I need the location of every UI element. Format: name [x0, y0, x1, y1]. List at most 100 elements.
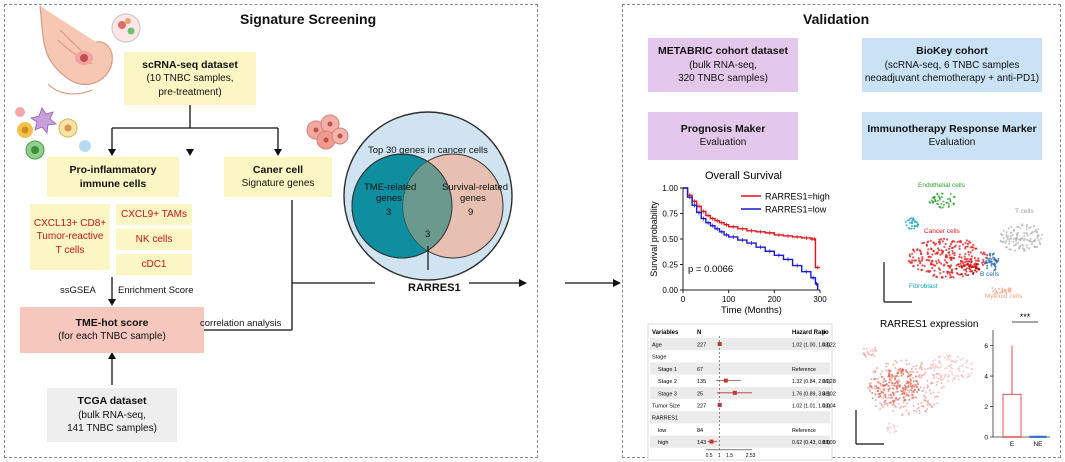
immunotherapy-sub: Evaluation [928, 137, 976, 149]
umap-cell-point [951, 367, 954, 370]
umap-cell-point [900, 393, 903, 396]
umap-cell-point [949, 355, 952, 358]
umap-cell-point [895, 380, 898, 383]
umap-cell-point [971, 362, 974, 365]
cdc1-box: cDC1 [116, 254, 192, 275]
umap-cluster-label: B cells [980, 271, 1000, 278]
umap-cell-point [946, 272, 949, 275]
umap-cell-point [999, 233, 1002, 236]
umap-cell-point [1002, 237, 1005, 240]
umap-cell-point [1028, 247, 1031, 250]
nk-cells-box: NK cells [116, 229, 192, 250]
umap-cell-point [889, 401, 892, 404]
forest-axis-tick: 2.53 [746, 453, 756, 459]
umap-cell-point [919, 364, 922, 367]
umap-cell-point [929, 255, 932, 259]
umap-cell-point [927, 269, 930, 272]
umap-cell-point [938, 360, 941, 363]
umap-cell-point [968, 374, 971, 377]
umap-cell-point [935, 384, 938, 387]
umap-cell-point [964, 242, 967, 245]
umap-cell-point [990, 260, 993, 263]
umap-cluster-label: Myeloid cells [985, 293, 1023, 300]
umap-cell-point [870, 353, 873, 356]
umap-cell-point [1031, 241, 1034, 244]
umap-cell-point [939, 253, 942, 256]
umap-cell-point [973, 256, 976, 260]
umap-cell-point [944, 254, 948, 257]
umap-cell-point [900, 374, 903, 377]
umap-cell-point [883, 401, 886, 404]
umap-cell-point [990, 264, 993, 267]
umap-cell-point [912, 405, 915, 408]
umap-cell-point [948, 253, 951, 257]
umap-cell-point [908, 221, 911, 224]
forest-n: 84 [697, 428, 703, 434]
umap-cell-point [944, 256, 948, 259]
umap-cell-point [911, 396, 914, 399]
umap-cell-point [947, 202, 950, 205]
umap-cell-point [873, 385, 876, 388]
metabric-title: METABRIC cohort dataset [658, 45, 788, 58]
umap-cell-point [958, 247, 961, 250]
umap-cell-point [868, 382, 871, 385]
umap-cell-point [1004, 241, 1007, 244]
umap-cell-point [926, 251, 929, 254]
umap-cell-point [962, 376, 965, 379]
umap-cell-point [908, 377, 911, 380]
umap-cell-point [993, 263, 996, 266]
umap-cell-point [923, 399, 926, 402]
scrna-line1: (10 TNBC samples, [146, 73, 234, 85]
umap-cell-point [1036, 237, 1039, 240]
umap-cell-point [1038, 241, 1041, 244]
umap-cell-point [934, 365, 937, 368]
umap-cell-point [1019, 227, 1022, 230]
umap-cell-point [909, 261, 912, 264]
umap-cell-point [964, 252, 967, 256]
umap-cell-point [887, 390, 890, 393]
umap-cell-point [1021, 223, 1024, 226]
umap-cell-point [951, 373, 954, 376]
umap-cell-point [1007, 227, 1010, 230]
umap-cell-point [917, 402, 920, 405]
forest-n: 135 [697, 379, 706, 385]
umap-cell-point [940, 202, 943, 205]
umap-cell-point [1029, 237, 1032, 240]
umap-cell-point [936, 380, 939, 383]
umap-cell-point [901, 390, 904, 393]
umap-cell-point [1025, 244, 1028, 247]
umap-cell-point [887, 394, 890, 397]
forest-point [732, 390, 737, 395]
umap-cell-point [924, 371, 927, 374]
umap-cell-point [970, 261, 973, 264]
umap-cell-point [959, 259, 963, 262]
umap-cell-point [1014, 237, 1017, 240]
umap-cell-point [902, 373, 905, 376]
umap-cell-point [1033, 239, 1036, 242]
umap-cell-point [880, 376, 883, 379]
umap-cell-point [932, 391, 935, 394]
umap-cell-point [893, 400, 896, 403]
umap-cell-point [991, 262, 994, 265]
umap-cell-point [1036, 246, 1039, 249]
umap-cell-point [950, 264, 953, 267]
biokey-line1: (scRNA-seq, 6 TNBC samples [884, 59, 1020, 71]
umap-cell-point [903, 392, 906, 395]
umap-cell-point [948, 247, 951, 250]
biokey-line2: neoadjuvant chemotherapy + anti-PD1) [864, 73, 1040, 85]
umap-cell-point [995, 290, 998, 293]
umap-cell-point [1027, 226, 1030, 229]
expression-high-cloud [869, 367, 920, 404]
umap-cell-point [965, 239, 968, 242]
umap-cell-point [884, 393, 887, 396]
umap-cell-point [932, 274, 935, 277]
umap-cell-point [862, 347, 865, 350]
umap-myeloid-cluster [991, 286, 1012, 295]
umap-cell-point [956, 240, 959, 244]
umap-cell-point [901, 414, 904, 417]
umap-cell-point [1023, 235, 1026, 238]
umap-cell-point [865, 347, 868, 350]
umap-cell-point [941, 206, 944, 209]
umap-cell-point [907, 259, 910, 262]
